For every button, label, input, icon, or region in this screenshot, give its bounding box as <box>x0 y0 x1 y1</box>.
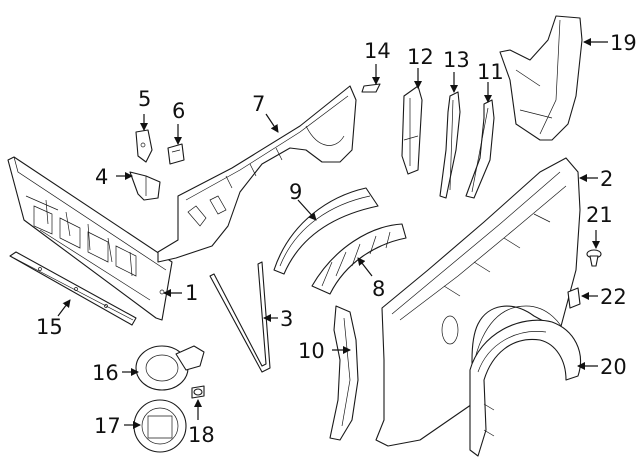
callout-3: 3 <box>280 307 293 331</box>
callout-2: 2 <box>600 167 613 191</box>
callout-1: 1 <box>185 281 198 305</box>
callout-22: 22 <box>600 285 627 309</box>
callout-7: 7 <box>252 92 265 116</box>
part-10-reinforcement <box>329 305 359 441</box>
leader-9 <box>297 199 317 221</box>
part-17-fuel-door <box>133 399 187 453</box>
callout-11: 11 <box>477 60 504 84</box>
callout-14: 14 <box>364 39 391 63</box>
callout-18: 18 <box>188 423 215 447</box>
part-13-pillar <box>439 91 461 199</box>
callout-15: 15 <box>36 315 63 339</box>
callout-4: 4 <box>95 165 108 189</box>
leader-15 <box>57 299 71 317</box>
callout-21: 21 <box>586 203 613 227</box>
callout-6: 6 <box>172 99 185 123</box>
callout-20: 20 <box>600 355 627 379</box>
part-21-fastener <box>586 249 602 267</box>
part-8-arch-trim <box>311 223 407 295</box>
part-4-bracket <box>129 171 161 201</box>
part-12-pillar <box>401 85 423 175</box>
callout-16: 16 <box>92 361 119 385</box>
callout-10: 10 <box>298 339 325 363</box>
part-11-pillar <box>465 99 495 199</box>
callout-labels: 1 2 3 4 5 6 7 8 9 10 11 12 13 14 15 16 1… <box>36 31 637 447</box>
leader-lines <box>57 38 608 429</box>
part-15-panel-strip <box>9 251 137 326</box>
part-16-fuel-filler-housing <box>135 345 205 391</box>
callout-13: 13 <box>443 48 470 72</box>
part-9-arch-extension <box>273 187 379 275</box>
callout-5: 5 <box>138 87 151 111</box>
callout-19: 19 <box>610 31 637 55</box>
callout-9: 9 <box>289 180 302 204</box>
part-5-bracket <box>135 129 153 163</box>
part-7-inner-side-panel <box>157 85 357 263</box>
part-22-clip <box>567 287 581 309</box>
part-3-seal-strip <box>209 261 271 373</box>
part-14-clip <box>361 83 381 93</box>
part-6-clip <box>167 143 185 165</box>
callout-17: 17 <box>94 414 121 438</box>
part-1-front-panel <box>7 156 173 321</box>
part-18-screw <box>191 385 205 399</box>
callout-8: 8 <box>372 277 385 301</box>
leader-8 <box>357 257 373 277</box>
leader-7 <box>265 113 279 133</box>
part-20-wheelhouse-liner <box>469 319 582 457</box>
part-19-trim-panel <box>499 15 583 141</box>
callout-12: 12 <box>407 45 434 69</box>
